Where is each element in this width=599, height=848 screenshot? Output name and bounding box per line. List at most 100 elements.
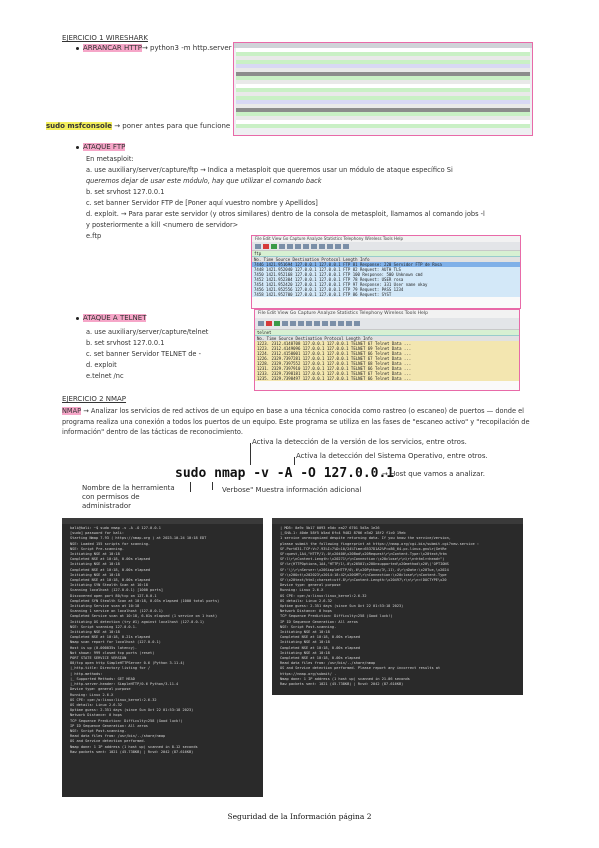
terminal-line: Nmap scan report for localhost (127.0.0.…: [70, 640, 161, 645]
terminal-line: Uptime guess: 2.351 days (since Sun Oct …: [70, 708, 194, 713]
terminal-line: |_http-title: Directory listing for /: [70, 666, 151, 671]
display-filter: ftp: [252, 251, 520, 257]
ftp-step-7: e.ftp: [86, 232, 102, 240]
ftp-step-0: En metasploit:: [86, 155, 134, 163]
msfconsole-note: sudo msfconsole → poner antes para que f…: [46, 122, 230, 130]
terminal-line: OS details: Linux 2.6.32: [70, 702, 122, 707]
ftp-step-6: y posteriormente a kill <numero de servi…: [86, 221, 239, 229]
terminal-line: SF:quest,1A4,"HTTP/1\.0\x20400\x20Bad\x2…: [280, 552, 447, 557]
terminal-line: Completed Service scan at 10:18, 6.01s e…: [70, 614, 218, 619]
filter-text: telnet: [257, 330, 272, 335]
terminal-line: Starting Nmap 7.93 ( https://nmap.org ) …: [70, 536, 207, 541]
arrow-left-icon: [322, 321, 328, 326]
wireshark-capture-screenshot: [233, 42, 533, 136]
terminal-line: Running: Linux 2.6.X: [280, 588, 324, 593]
ftp-packet-row: 7448 1421.952040 127.0.0.1 127.0.0.1 FTP…: [252, 267, 520, 272]
terminal-line: Initiating NSE at 10:18: [70, 572, 120, 577]
reload-icon: [306, 321, 312, 326]
msfconsole-text: → poner antes para que funcione: [111, 122, 231, 130]
tag-nmap: NMAP: [62, 407, 82, 415]
telnet-step-4: e.telnet /nc: [86, 372, 124, 380]
terminal-line: Initiating NSE at 10:18: [70, 630, 120, 635]
ftp-steps: En metasploit: a. use auxiliary/server/c…: [86, 154, 485, 242]
ftp-packet-row: 7458 1421.952700 127.0.0.1 127.0.0.1 FTP…: [252, 292, 520, 297]
tag-arrancar-http: ARRANCAR HTTP: [83, 44, 142, 52]
terminal-line: Device type: general purpose: [70, 687, 131, 692]
filter-text: ftp: [254, 251, 262, 256]
terminal-line: IP ID Sequence Generation: All zeros: [70, 723, 148, 728]
packet-row: [236, 48, 530, 52]
terminal-line: Initiating NSE at 10:18: [280, 650, 330, 655]
ftp-packet-row: 7452 1421.952304 127.0.0.1 127.0.0.1 FTP…: [252, 277, 520, 282]
arrow-right-icon: [327, 243, 333, 249]
terminal-line: [sudo] password for kali:: [70, 531, 125, 536]
terminal-line: | http-methods:: [70, 671, 103, 676]
terminal-line: Completed NSE at 10:18, 0.21s elapsed: [70, 635, 151, 640]
terminal-lines: kali@kali: ~$ sudo nmap -v -A -O 127.0.0…: [62, 526, 263, 755]
packet-row: [236, 72, 530, 76]
terminal-line: Raw packets sent: 1021 (45.738KB) | Rcvd…: [70, 749, 194, 754]
wireshark-toolbar: [255, 318, 519, 330]
packet-row: [236, 52, 530, 56]
terminal-line: |_http-server-header: SimpleHTTP/0.6 Pyt…: [70, 682, 179, 687]
packet-row: [236, 80, 530, 84]
terminal-line: Initiating NSE at 10:18: [280, 630, 330, 635]
arrow-right-icon: [330, 321, 336, 326]
telnet-packet-row: 1231. 2329.7397910 127.0.0.1 127.0.0.1 T…: [255, 366, 519, 371]
terminal-title-bar: [272, 518, 523, 524]
ftp-packet-row: 7456 1421.952556 127.0.0.1 127.0.0.1 FTP…: [252, 287, 520, 292]
terminal-line: NSE: Loaded 155 scripts for scanning.: [70, 541, 151, 546]
terminal-line: Initiating OS detection (try #1) against…: [70, 619, 205, 624]
packet-row: [236, 64, 530, 68]
display-filter: telnet: [255, 330, 519, 336]
annotation-host: → Host que vamos a analizar.: [382, 470, 485, 478]
telnet-packet-row: 1223. 2312.4148708 127.0.0.1 127.0.0.1 T…: [255, 341, 519, 346]
wireshark-ftp-screenshot: File Edit View Go Capture Analyze Statis…: [251, 235, 521, 309]
terminal-line: NSE: Script Post-scanning.: [70, 728, 127, 733]
terminal-line: OS and Service detection performed.: [70, 739, 146, 744]
annotation-verbose: Verbose" Muestra información adicional: [222, 486, 362, 494]
terminal-line: NSE: Script Pre-scanning.: [70, 546, 125, 551]
terminal-line: Completed NSE at 10:18, 0.00s elapsed: [280, 656, 361, 661]
telnet-step-3: d. exploit: [86, 361, 117, 369]
annotation-host-text: Host que vamos a analizar.: [390, 470, 485, 478]
zoom-in-icon: [335, 243, 341, 249]
arrow-version: [250, 443, 251, 465]
terminal-line: Initiating NSE at 10:18: [70, 552, 120, 557]
telnet-packet-header: No. Time Source Destination Protocol Len…: [255, 336, 519, 341]
packet-row: [236, 84, 530, 88]
zoom-out-icon: [343, 243, 349, 249]
telnet-packet-row: 1223. 2312.4149096 127.0.0.1 127.0.0.1 T…: [255, 346, 519, 351]
terminal-line: Read data files from: /usr/bin/../share/…: [280, 661, 376, 666]
http-command-text: → python3 -m http.server: [141, 44, 232, 52]
bullet-attack-telnet: ATAQUE A TELNET: [76, 314, 147, 322]
telnet-packet-row: 1226. 2329.7397281 127.0.0.1 127.0.0.1 T…: [255, 356, 519, 361]
ftp-step-1: a. use auxiliary/server/capture/ftp → In…: [86, 166, 453, 174]
terminal-nmap-output-right: | MD5: 0a9c 5b17 0093 e5dc ea27 6701 5d3…: [272, 518, 523, 695]
terminal-line: SF-Port631-TCP:V=7.93%I=7%D=10/24%Time=6…: [280, 546, 447, 551]
shark-fin-icon: [255, 243, 261, 249]
terminal-line: IP ID Sequence Generation: All zeros: [280, 619, 358, 624]
zoom-out-icon: [354, 321, 360, 326]
annotation-version: Activa la detección de la versión de los…: [252, 438, 467, 446]
ftp-packet-list: No. Time Source Destination Protocol Len…: [252, 257, 520, 297]
terminal-line: |_ Supported Methods: GET HEAD: [70, 676, 135, 681]
packet-row: [236, 124, 530, 128]
terminal-line: Scanning localhost (127.0.0.1) [1000 por…: [70, 588, 164, 593]
tag-ataque-ftp: ATAQUE FTP: [83, 143, 126, 151]
terminal-line: Discovered open port 80/tcp on 127.0.0.1: [70, 593, 157, 598]
terminal-line: Network Distance: 0 hops: [280, 609, 332, 614]
bullet-attack-ftp: ATAQUE FTP: [76, 143, 126, 151]
terminal-line: Raw packets sent: 1021 (45.738KB) | Rcvd…: [280, 682, 404, 687]
terminal-line: PORT STATE SERVICE VERSION: [70, 656, 127, 661]
terminal-line: Initiating NSE at 10:18: [280, 640, 330, 645]
terminal-line: Completed NSE at 10:18, 0.00s elapsed: [280, 635, 361, 640]
terminal-line: 80/tcp open http SimpleHTTPServer 0.6 (P…: [70, 661, 185, 666]
save-icon: [287, 243, 293, 249]
terminal-line: Completed NSE at 10:18, 0.00s elapsed: [70, 557, 151, 562]
terminal-line: SF:%r(HTTPOptions,1A4,"HTTP/1\.0\x20501\…: [280, 562, 449, 567]
terminal-line: OS CPE: cpe:/o:linux:linux_kernel:2.6.32: [70, 697, 157, 702]
terminal-line: Completed SYN Stealth Scan at 10:18, 0.0…: [70, 598, 220, 603]
wireshark-telnet-screenshot: File Edit View Go Capture Analyze Statis…: [254, 309, 520, 391]
page-footer: Seguridad de la Información página 2: [227, 812, 372, 821]
